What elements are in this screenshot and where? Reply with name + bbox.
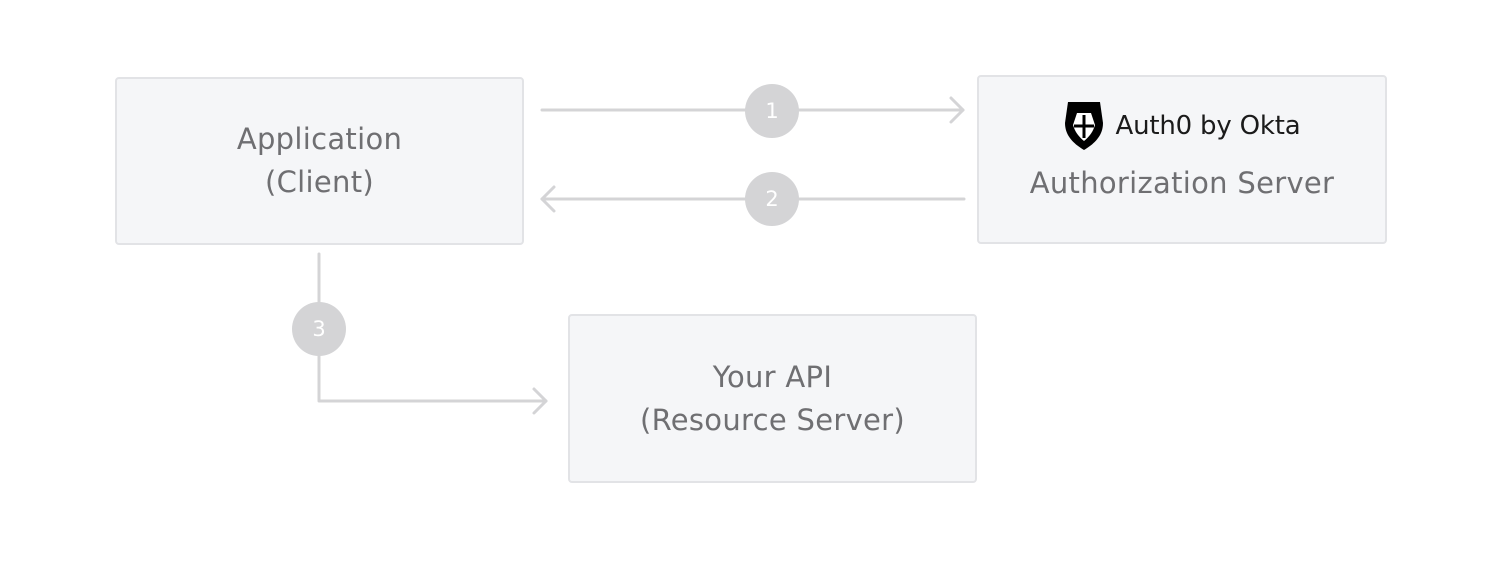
arrow-3-client-to-api: [317, 252, 548, 415]
auth0-logo: Auth0 by Okta: [1064, 100, 1301, 152]
client-title: Application: [236, 122, 403, 156]
client-subtitle: (Client): [265, 165, 374, 199]
resource-server-box: Your API (Resource Server): [568, 314, 977, 483]
step-3-badge: 3: [292, 302, 346, 356]
step-1-badge: 1: [745, 84, 799, 138]
auth0-shield-icon: [1064, 102, 1103, 150]
authorization-server-box: Auth0 by Okta Authorization Server: [977, 75, 1387, 244]
api-title: Your API: [712, 359, 833, 394]
step-2-badge: 2: [745, 172, 799, 226]
application-client-box: Application (Client): [115, 77, 524, 245]
auth0-brand-text: Auth0 by Okta: [1115, 111, 1301, 141]
authorization-server-title: Authorization Server: [1029, 166, 1335, 200]
api-subtitle: (Resource Server): [639, 402, 906, 437]
